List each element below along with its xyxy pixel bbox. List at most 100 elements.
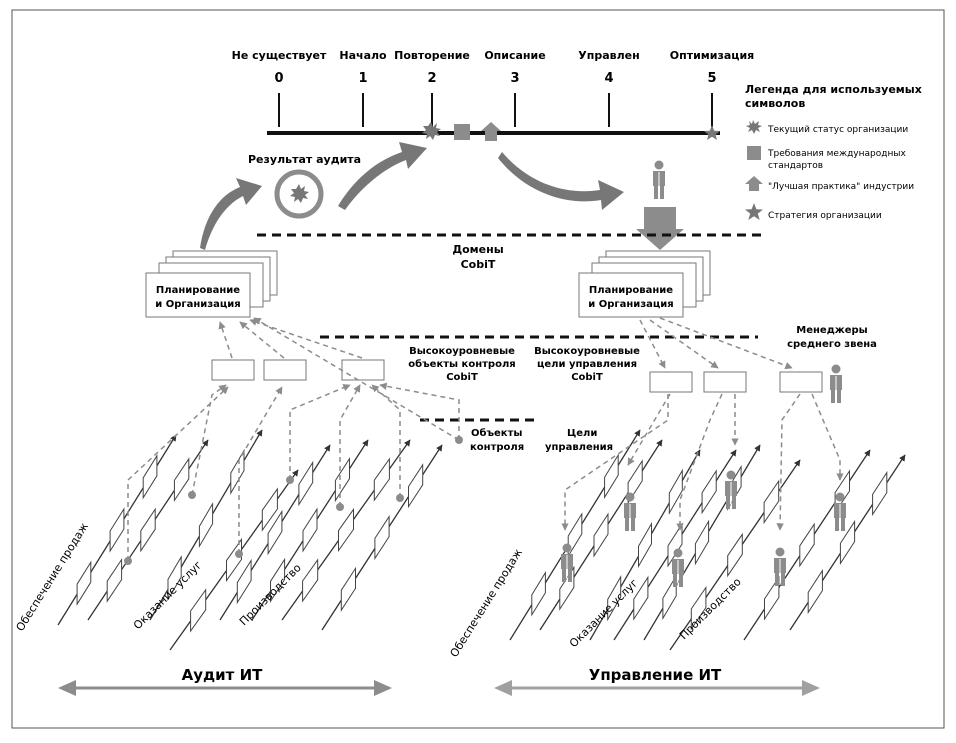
person-icon-lane-2: [671, 548, 685, 588]
left-lane-6-box-1: [338, 507, 354, 553]
domains-label-line1: Домены: [452, 243, 503, 256]
right-lane-2-box-2: [668, 468, 683, 515]
planning-right-line2: и Организация: [588, 299, 673, 310]
scale-level-name-4: Управлен: [578, 49, 639, 62]
right-hl-connectors: [639, 317, 793, 370]
planning-left-line2: и Организация: [155, 299, 240, 310]
left-lane-5-box-0: [270, 557, 286, 603]
left-lane-1-box-2: [173, 457, 190, 503]
down-arrow-to-planning: [636, 207, 684, 250]
control-objects-line1: Объекты: [471, 427, 522, 439]
legend: Легенда для используемых символов Текущи…: [745, 83, 922, 221]
scale-level-number-5: 5: [707, 71, 716, 86]
left-lane-1-box-0: [106, 557, 123, 603]
frame-border: [11, 9, 945, 729]
scale-level-number-4: 4: [604, 71, 613, 86]
right-lane-2-box-0: [607, 575, 622, 622]
left-hl-objects-line2: объекты контроля: [408, 358, 515, 370]
scale-level-name-5: Оптимизация: [670, 49, 754, 62]
left-hl-box-2: [263, 359, 307, 381]
right-lane-6-box-0: [764, 575, 780, 621]
legend-title-line1: Легенда для используемых: [745, 83, 922, 96]
left-hl-box-1: [211, 359, 255, 381]
left-process-label-sales: Обеспечение продаж: [14, 520, 91, 633]
left-control-points: [124, 436, 463, 565]
scale-level-name-0: Не существует: [232, 49, 327, 62]
it-management-arrow: Управление ИТ: [494, 666, 820, 696]
person-icon-lane-3: [724, 470, 738, 510]
left-process-lanes: [57, 429, 443, 651]
left-lane-3-box-0: [190, 588, 207, 633]
standards-marker: [454, 124, 470, 140]
right-lane-2-box-1: [638, 521, 652, 569]
legend-item-2-line0: "Лучшая практика" индустрии: [768, 182, 914, 192]
planning-left-line1: Планирование: [156, 285, 240, 296]
right-lane-7-box-0: [807, 568, 823, 615]
left-lane-7-box-2: [408, 463, 424, 509]
right-lane-6-box-1: [799, 522, 815, 568]
left-lane-5-box-1: [302, 507, 318, 553]
goals-line2: управления: [545, 442, 613, 453]
right-lane-3-box-1: [667, 522, 683, 568]
it-management-label: Управление ИТ: [589, 666, 722, 684]
left-lane-3-box-2: [261, 487, 278, 532]
left-lane-2-box-1: [198, 501, 214, 549]
legend-item-1-line0: Требования международных: [767, 149, 906, 159]
left-lane-1-box-1: [140, 507, 156, 553]
audit-result-circle: [274, 169, 324, 219]
left-lane-5-box-2: [334, 457, 350, 503]
star-icon: [745, 203, 763, 220]
curved-arrow-planning-to-result: [200, 178, 262, 250]
left-lane-0-box-0: [76, 560, 92, 606]
right-lane-5-box-1: [727, 532, 743, 578]
right-hl-goals-line3: CobiT: [571, 372, 603, 383]
right-lane-5-box-0: [690, 585, 707, 631]
left-hl-box-3: [341, 359, 385, 381]
scale-level-name-3: Описание: [484, 49, 545, 62]
right-lane-1-box-1: [593, 512, 609, 558]
curved-arrow-result-to-scale: [338, 142, 427, 210]
left-lane-4-box-2: [298, 460, 314, 507]
left-lane-0-box-2: [142, 454, 158, 500]
audit-it-label: Аудит ИТ: [182, 666, 263, 684]
right-hl-box-2: [703, 371, 747, 393]
left-lane-6-box-2: [373, 457, 390, 502]
left-lane-2-box-0: [167, 555, 182, 602]
person-icon-lane-5: [833, 492, 847, 532]
scale-level-number-1: 1: [358, 71, 367, 86]
left-lane-7-box-0: [340, 566, 356, 612]
left-lane-4-box-0: [236, 558, 252, 605]
maturity-scale: Не существует0Начало1Повторение2Описание…: [232, 49, 754, 135]
right-process-label-services: Оказание услуг: [567, 576, 641, 650]
person-icon-top: [652, 160, 666, 200]
right-lane-3-box-0: [633, 575, 649, 621]
person-icon-lane-1: [560, 543, 574, 583]
scale-level-number-0: 0: [274, 71, 283, 86]
audit-result-label: Результат аудита: [248, 153, 361, 166]
managers-line1: Менеджеры: [796, 325, 867, 336]
planning-right-line1: Планирование: [589, 285, 673, 296]
legend-item-0-line0: Текущий статус организации: [767, 125, 908, 135]
managers-line2: среднего звена: [787, 339, 877, 350]
goals-line1: Цели: [567, 428, 597, 439]
starburst-icon: [746, 120, 762, 134]
right-lane-0-box-0: [531, 570, 546, 617]
scale-level-number-2: 2: [427, 71, 436, 86]
left-lane-7-box-1: [374, 514, 390, 561]
person-icon-managers: [829, 364, 843, 404]
left-lane-3-box-1: [226, 537, 242, 583]
left-lane-6-box-0: [302, 558, 319, 603]
control-objects-line2: контроля: [470, 442, 524, 453]
right-lane-7-box-2: [872, 470, 888, 517]
left-hl-connectors: [218, 317, 460, 441]
right-lane-4-box-1: [694, 519, 710, 566]
planning-stack-right: Планирование и Организация: [578, 250, 711, 318]
scale-level-number-3: 3: [510, 71, 519, 86]
house-arrow-icon: [745, 176, 763, 191]
square-icon: [747, 146, 761, 160]
left-hl-objects-line3: CobiT: [446, 372, 478, 383]
scale-level-name-1: Начало: [339, 49, 387, 62]
audit-result-starburst-icon: [290, 184, 309, 203]
